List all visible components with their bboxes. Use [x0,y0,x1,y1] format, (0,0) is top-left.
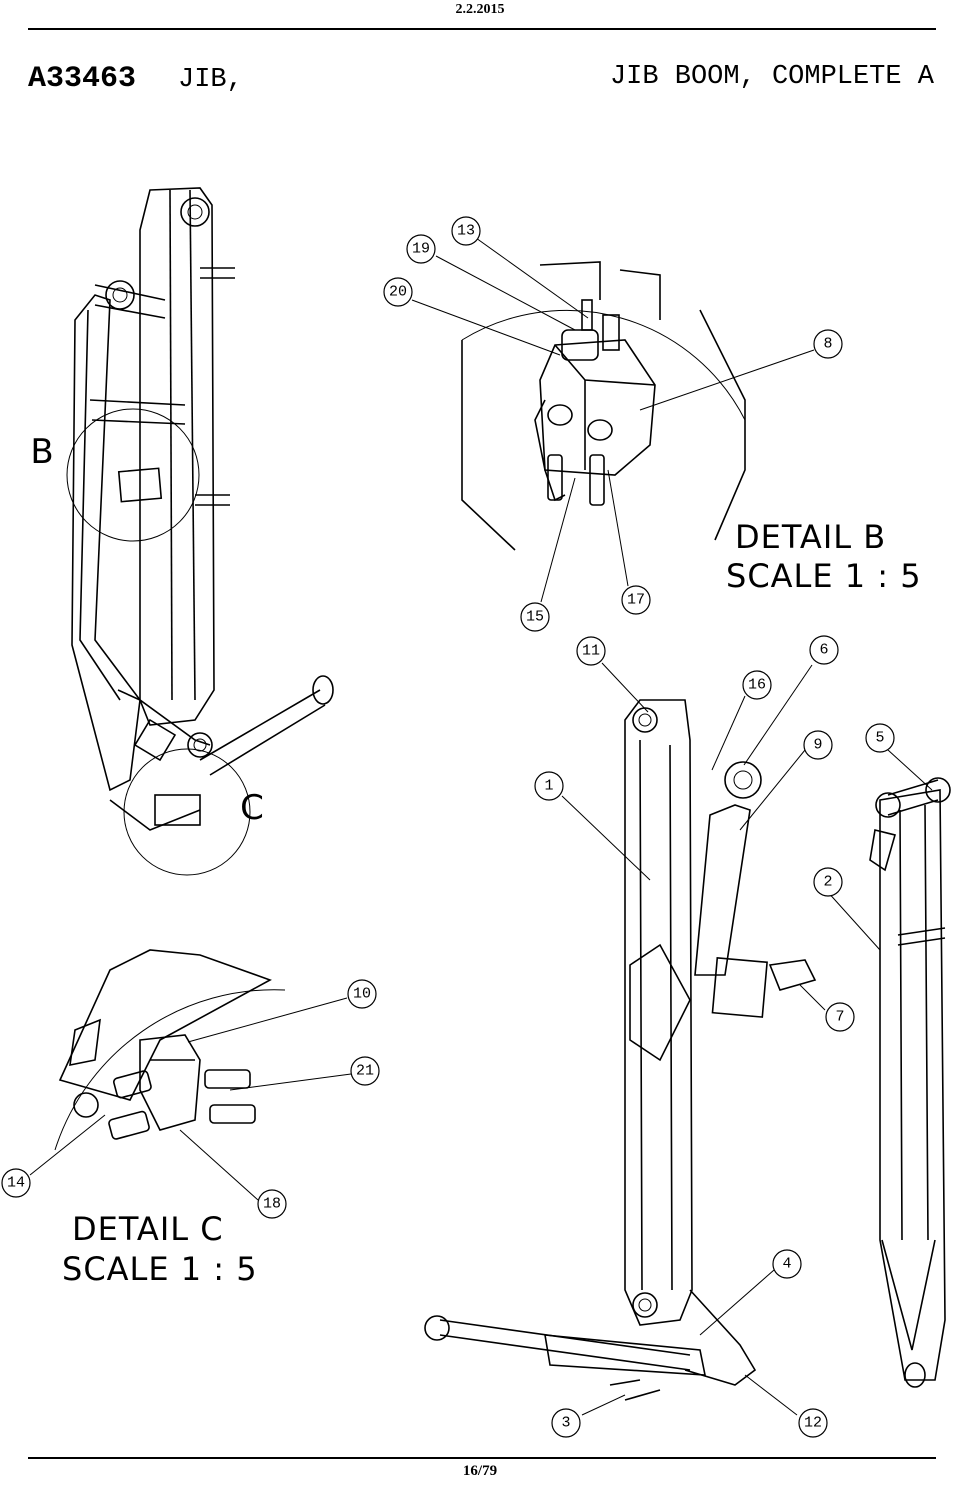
page-number: 16/79 [462,1463,498,1479]
svg-text:11: 11 [582,643,600,660]
footer-rule [28,1457,936,1459]
callout-12: 12 [798,1408,828,1438]
callout-16: 16 [742,670,772,700]
detail-c-title: DETAIL C [72,1210,224,1248]
svg-text:14: 14 [7,1175,25,1192]
callout-19: 19 [406,234,436,264]
detail-c-circle [123,748,251,876]
part-description: JIB BOOM, COMPLETE A [609,62,934,92]
jib-boom-main [424,699,817,1401]
svg-text:5: 5 [875,730,884,747]
callout-8: 8 [813,329,843,359]
svg-text:1: 1 [544,778,553,795]
svg-text:19: 19 [412,241,430,258]
part-number: A33463 [28,62,137,96]
detail-b-letter: B [30,432,53,472]
svg-text:7: 7 [835,1009,844,1026]
jib-assembly-overview: B C [30,187,334,876]
callout-20: 20 [383,277,413,307]
callout-17: 17 [621,585,651,615]
callout-2: 2 [813,867,843,897]
part-name: JIB, [178,65,243,95]
callout-14: 14 [1,1168,31,1198]
detail-c-view [54,949,286,1151]
callout-4: 4 [772,1249,802,1279]
leader-lines [29,237,933,1416]
page-title: A33463 JIB, [28,62,243,96]
detail-c-letter: C [240,788,264,828]
detail-b-view [461,261,746,551]
svg-text:18: 18 [263,1196,281,1213]
header-rule [28,28,936,30]
callout-13: 13 [451,216,481,246]
svg-text:16: 16 [748,677,766,694]
callout-7: 7 [825,1002,855,1032]
svg-text:13: 13 [457,223,475,240]
detail-c-scale: SCALE 1 : 5 [62,1250,258,1288]
svg-text:20: 20 [389,284,407,301]
svg-text:21: 21 [356,1063,374,1080]
svg-text:4: 4 [782,1256,791,1273]
callout-11: 11 [576,636,606,666]
print-date: 2.2.2015 [455,2,505,17]
callout-10: 10 [347,979,377,1009]
detail-b-circle [66,408,200,542]
svg-text:17: 17 [627,592,645,609]
svg-text:9: 9 [813,737,822,754]
callout-3: 3 [551,1408,581,1438]
callout-15: 15 [520,602,550,632]
svg-text:8: 8 [823,336,832,353]
jib-link [869,777,951,1388]
svg-text:15: 15 [526,609,544,626]
callout-21: 21 [350,1056,380,1086]
svg-text:3: 3 [561,1415,570,1432]
callout-5: 5 [865,723,895,753]
svg-text:2: 2 [823,874,832,891]
callout-6: 6 [809,635,839,665]
svg-text:10: 10 [353,986,371,1003]
detail-b-title: DETAIL B [735,518,886,556]
svg-text:6: 6 [819,642,828,659]
callout-9: 9 [803,730,833,760]
callout-1: 1 [534,771,564,801]
callout-18: 18 [257,1189,287,1219]
svg-text:12: 12 [804,1415,822,1432]
detail-b-scale: SCALE 1 : 5 [726,557,922,595]
